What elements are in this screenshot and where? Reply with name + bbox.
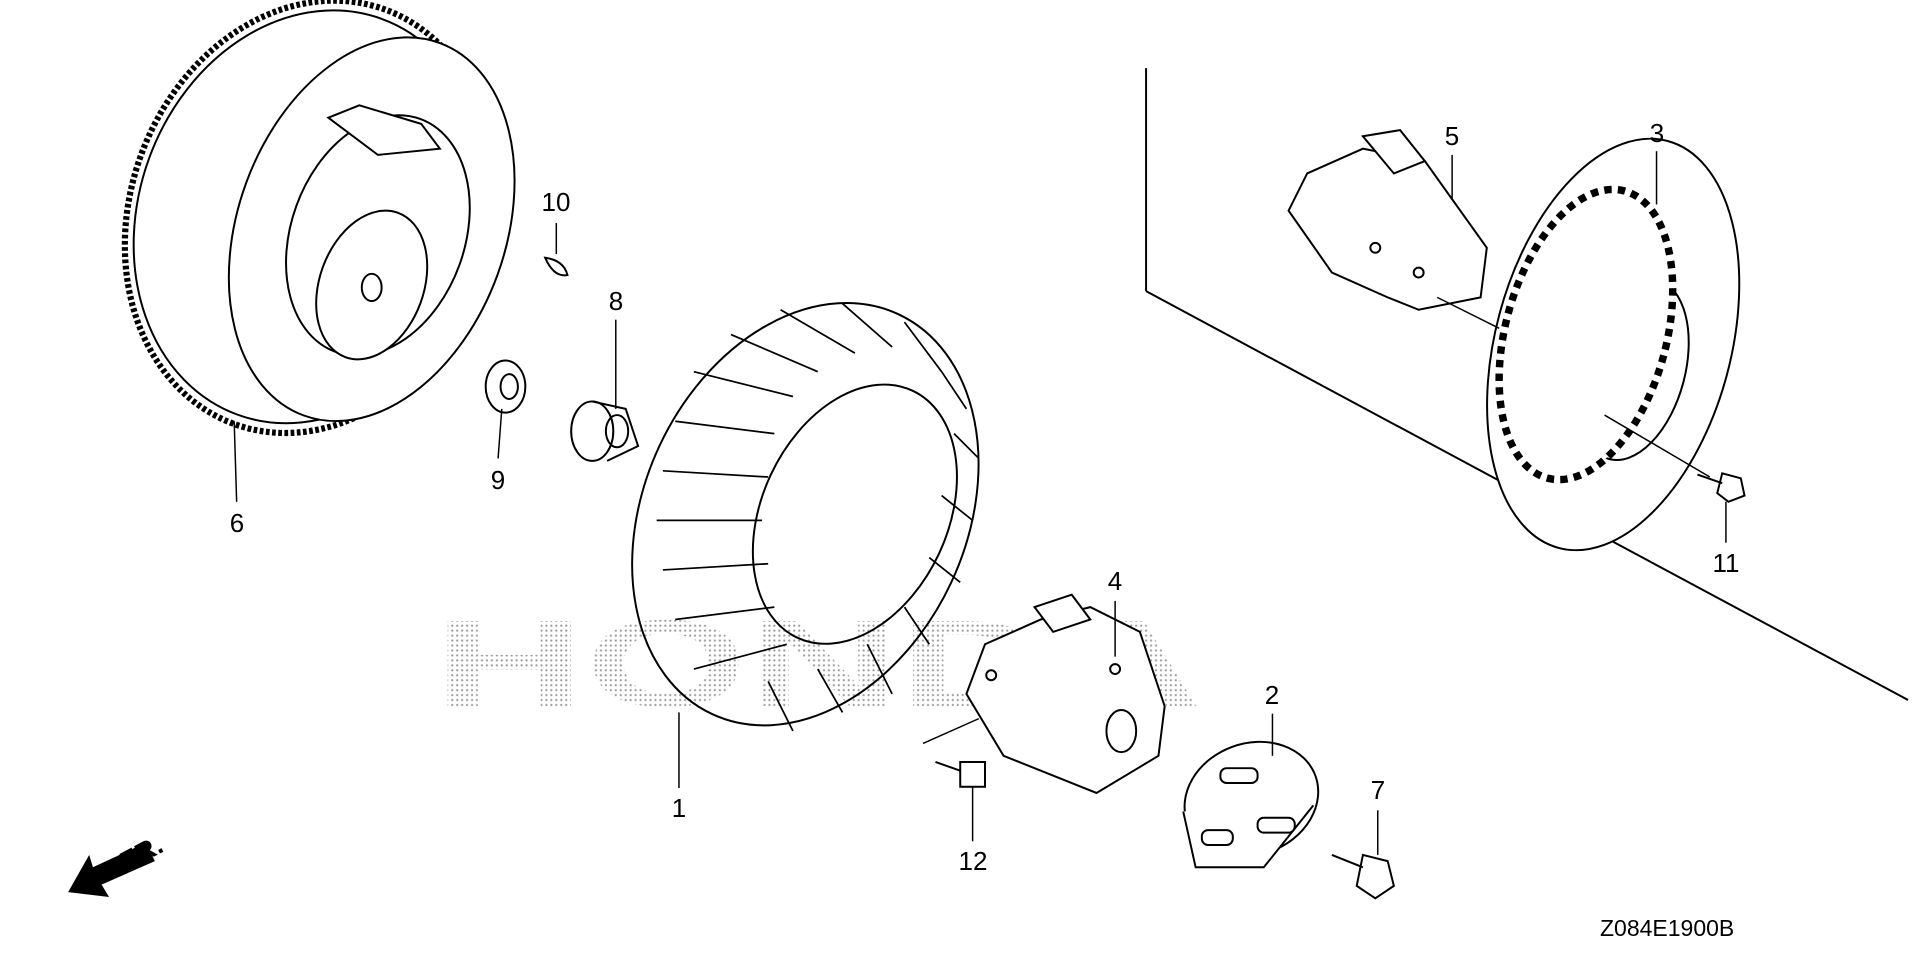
washer	[484, 359, 527, 414]
callout-6[interactable]: 6	[229, 508, 245, 538]
flange-bolt-12	[935, 760, 986, 788]
callout-1[interactable]: 1	[671, 793, 687, 823]
callout-12[interactable]: 12	[958, 846, 988, 876]
callout-7[interactable]: 7	[1370, 775, 1386, 805]
flange-nut	[570, 400, 640, 462]
cooling-fan	[631, 302, 980, 732]
starter-cup	[1182, 740, 1320, 869]
woodruff-key	[543, 256, 569, 277]
flange-bolt-7	[1331, 853, 1396, 900]
callout-8[interactable]: 8	[608, 286, 624, 316]
diagram-code: Z084E1900B	[1600, 915, 1735, 941]
flange-bolt-11	[1697, 472, 1746, 503]
callout-4[interactable]: 4	[1107, 566, 1123, 596]
callout-2[interactable]: 2	[1264, 680, 1280, 710]
starter-disc	[1486, 137, 1741, 552]
callout-10[interactable]: 10	[541, 187, 571, 217]
callout-11[interactable]: 11	[1712, 548, 1740, 578]
callout-9[interactable]: 9	[490, 465, 506, 495]
starter-pulley-inset	[1287, 129, 1488, 311]
front-arrow-icon	[68, 842, 155, 898]
callout-3[interactable]: 3	[1649, 118, 1665, 148]
flywheel	[121, 0, 516, 437]
callout-5[interactable]: 5	[1444, 121, 1460, 151]
leader-lines	[233, 151, 1727, 855]
